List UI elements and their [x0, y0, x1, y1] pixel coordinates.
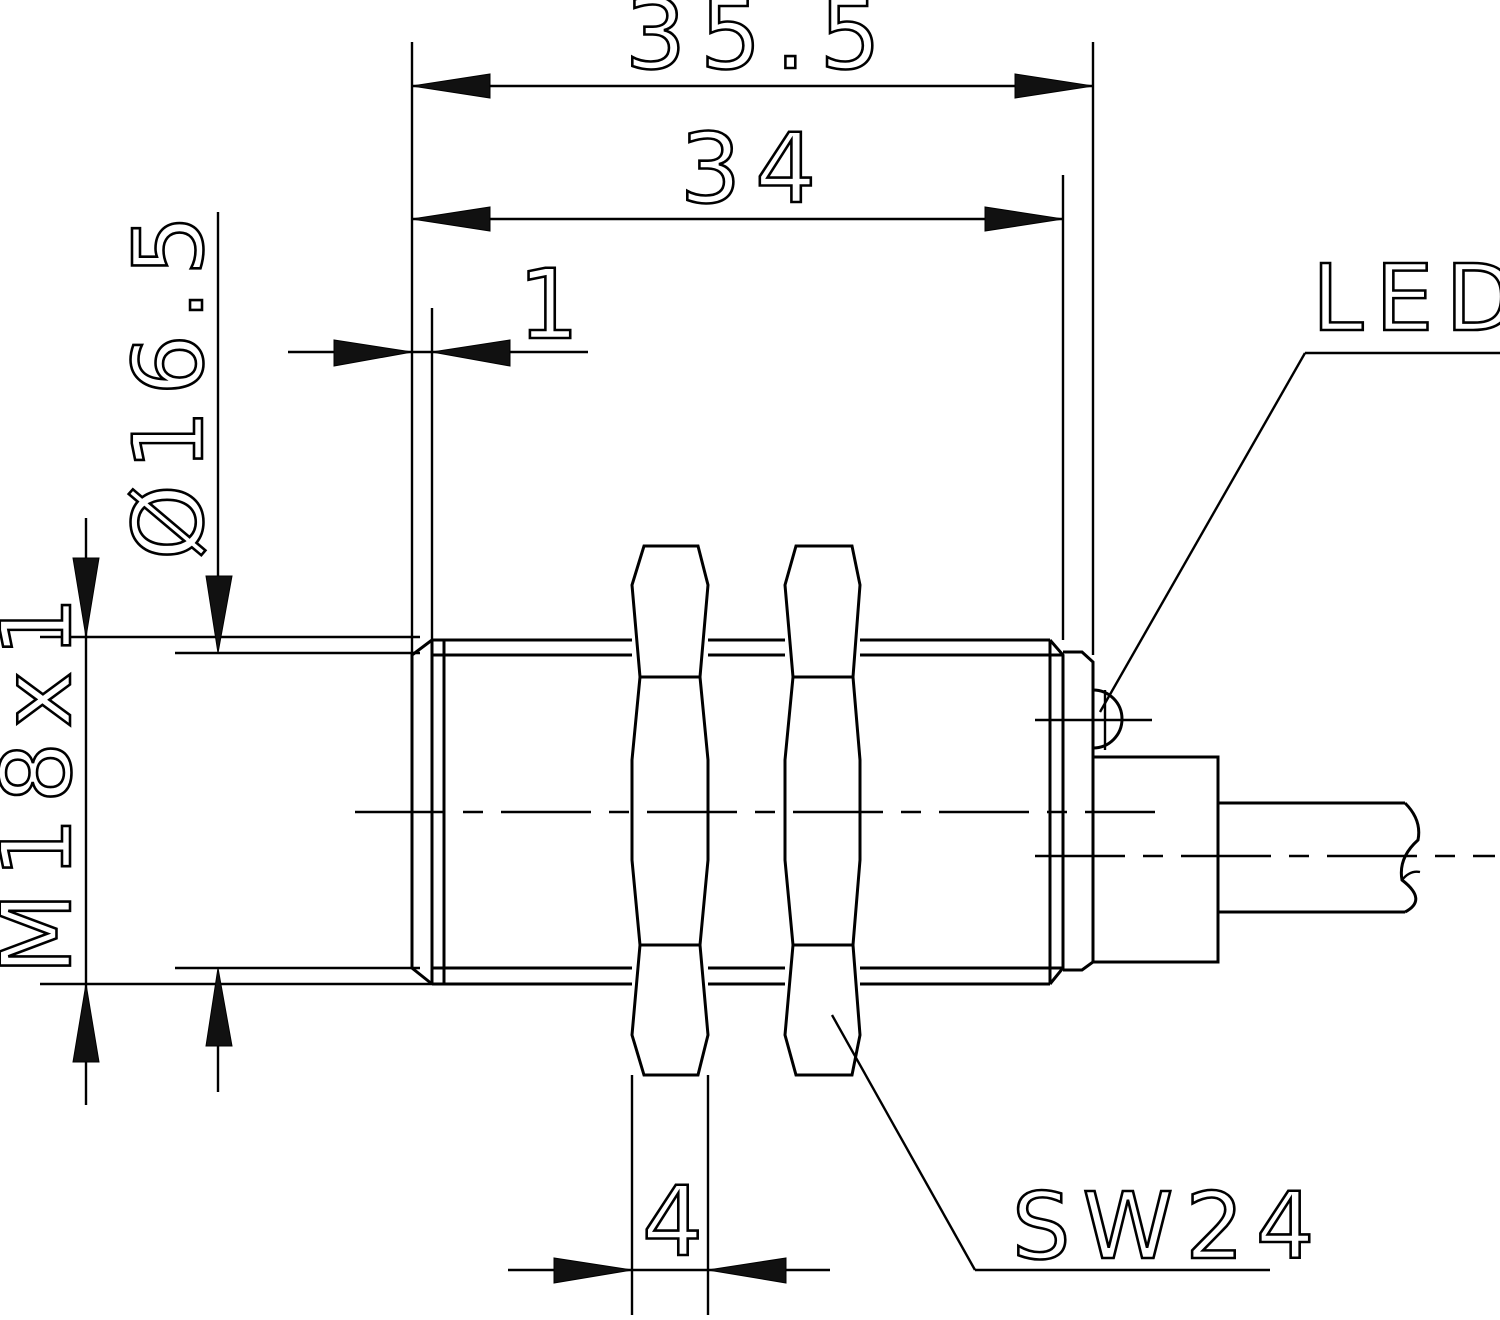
dim-thread-length: 34: [680, 113, 830, 225]
arrow-diameter-top: [205, 575, 233, 654]
arrow-diameter-bottom: [205, 967, 233, 1047]
led-indicator: [1035, 688, 1152, 750]
hex-nut-left: [630, 544, 710, 1077]
label-led: LED: [1312, 245, 1500, 352]
dim-chamfer: 1: [518, 249, 593, 361]
arrow-thread-bottom: [72, 983, 100, 1063]
arrow-thread-right: [984, 206, 1064, 232]
dim-inner-diameter: Ø16.5: [113, 201, 225, 560]
arrow-overall-right: [1014, 73, 1094, 99]
dim-thread-size: M18x1: [0, 582, 93, 975]
arrow-chamfer-left: [333, 339, 413, 367]
arrow-overall-left: [411, 73, 491, 99]
arrow-thread-top: [72, 557, 100, 638]
cable: [1218, 801, 1421, 914]
label-nut-size: SW24: [1012, 1173, 1326, 1280]
dim-overall-length: 35.5: [625, 0, 895, 91]
hex-nut-right: [783, 544, 862, 1077]
arrow-chamfer-right: [431, 339, 511, 367]
dimension-arrows: [72, 73, 1094, 1284]
dim-nut-width: 4: [642, 1166, 717, 1278]
leader-lines: [830, 351, 1500, 1272]
arrow-nut-left: [553, 1257, 633, 1284]
arrow-nut-right: [707, 1257, 787, 1284]
center-lines: [355, 810, 1495, 858]
arrow-thread-left: [411, 206, 491, 232]
cable-gland: [1091, 755, 1220, 964]
